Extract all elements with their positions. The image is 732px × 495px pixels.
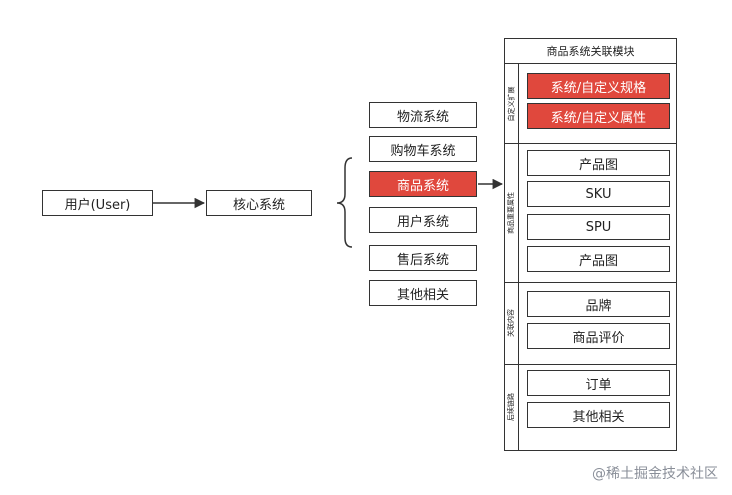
subsystem-product: 商品系统 <box>369 171 477 197</box>
subsystem-other: 其他相关 <box>369 280 477 306</box>
module-product-image-2: 产品图 <box>527 246 670 272</box>
subsystem-user: 用户系统 <box>369 207 477 233</box>
module-product-image: 产品图 <box>527 150 670 176</box>
subsystem-logistics: 物流系统 <box>369 102 477 128</box>
subsystem-brace <box>336 157 353 248</box>
subsystem-cart: 购物车系统 <box>369 136 477 162</box>
module-orders: 订单 <box>527 370 670 396</box>
watermark-text: @稀土掘金技术社区 <box>592 466 718 482</box>
panel-title: 商品系统关联模块 <box>505 39 676 64</box>
subsystem-aftersales: 售后系统 <box>369 245 477 271</box>
section-label-extension: 自定义扩展 <box>507 86 515 121</box>
module-brand: 品牌 <box>527 291 670 317</box>
section-separator <box>505 143 676 144</box>
module-other-related: 其他相关 <box>527 402 670 428</box>
module-custom-spec: 系统/自定义规格 <box>527 73 670 99</box>
module-custom-attribute: 系统/自定义属性 <box>527 103 670 129</box>
module-spu: SPU <box>527 214 670 240</box>
module-reviews: 商品评价 <box>527 323 670 349</box>
section-separator <box>505 364 676 365</box>
section-label-related: 关联内容 <box>507 309 515 337</box>
section-separator <box>505 282 676 283</box>
section-label-attributes: 商品重要属性 <box>507 191 515 234</box>
core-system-node: 核心系统 <box>206 190 312 216</box>
user-node: 用户(User) <box>42 190 153 216</box>
label-column-divider <box>518 64 519 450</box>
section-label-followup: 后续链路 <box>507 393 515 421</box>
module-sku: SKU <box>527 181 670 207</box>
